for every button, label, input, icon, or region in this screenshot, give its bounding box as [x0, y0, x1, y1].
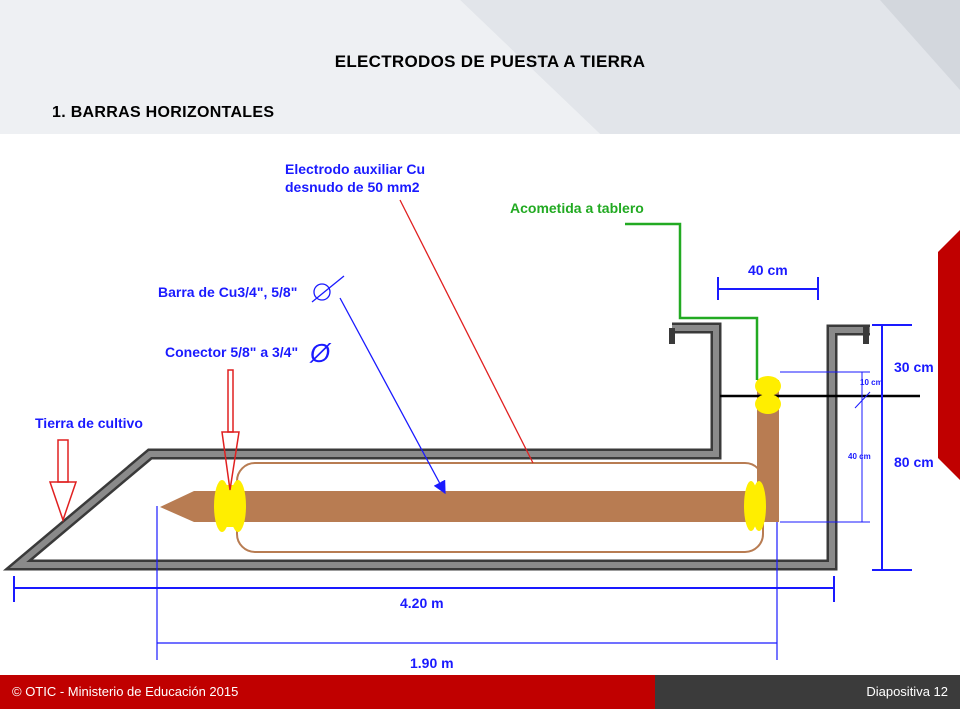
label-dim-190: 1.90 m	[410, 655, 454, 671]
conector-arrow	[221, 369, 240, 491]
pit-wall	[2, 322, 870, 571]
tierra-arrow	[48, 439, 78, 523]
section-heading: 1. BARRAS HORIZONTALES	[52, 104, 275, 121]
label-dim-40cm-small: 40 cm	[848, 452, 871, 461]
connector-right	[744, 481, 766, 531]
footer-slide-number: Diapositiva 12	[866, 684, 948, 699]
dimension-40cm-top	[717, 277, 819, 300]
dimension-190	[156, 506, 778, 660]
dimension-small-right	[780, 371, 871, 523]
label-electrodo-2: desnudo de 50 mm2	[285, 179, 420, 195]
label-electrodo-1: Electrodo auxiliar Cu	[285, 161, 425, 177]
label-dim-30cm: 30 cm	[894, 359, 934, 375]
electrodo-pointer	[399, 199, 534, 464]
connector-top	[755, 376, 781, 414]
diameter-symbol-small	[311, 275, 345, 303]
footer-right-bar	[655, 675, 960, 709]
label-dim-420: 4.20 m	[400, 595, 444, 611]
label-barra: Barra de Cu3/4", 5/8"	[158, 284, 297, 300]
label-tierra: Tierra de cultivo	[35, 415, 143, 431]
diameter-symbol-large: Ø	[309, 338, 332, 368]
label-acometida: Acometida a tablero	[510, 200, 644, 216]
acometida-wire	[625, 222, 759, 380]
slide-accent-tab	[938, 230, 960, 480]
label-conector: Conector 5/8" a 3/4"	[165, 344, 298, 360]
dimension-vertical-right	[872, 324, 912, 571]
dimension-420	[13, 576, 835, 602]
connector-left	[214, 480, 246, 532]
label-dim-80cm: 80 cm	[894, 454, 934, 470]
barra-pointer	[339, 297, 446, 495]
slide-title: ELECTRODOS DE PUESTA A TIERRA	[334, 52, 646, 71]
footer-copyright: © OTIC - Ministerio de Educación 2015	[12, 684, 239, 699]
label-dim-10cm: 10 cm	[860, 378, 883, 387]
footer-left-bar	[0, 675, 655, 709]
label-dim-40cm: 40 cm	[748, 262, 788, 278]
